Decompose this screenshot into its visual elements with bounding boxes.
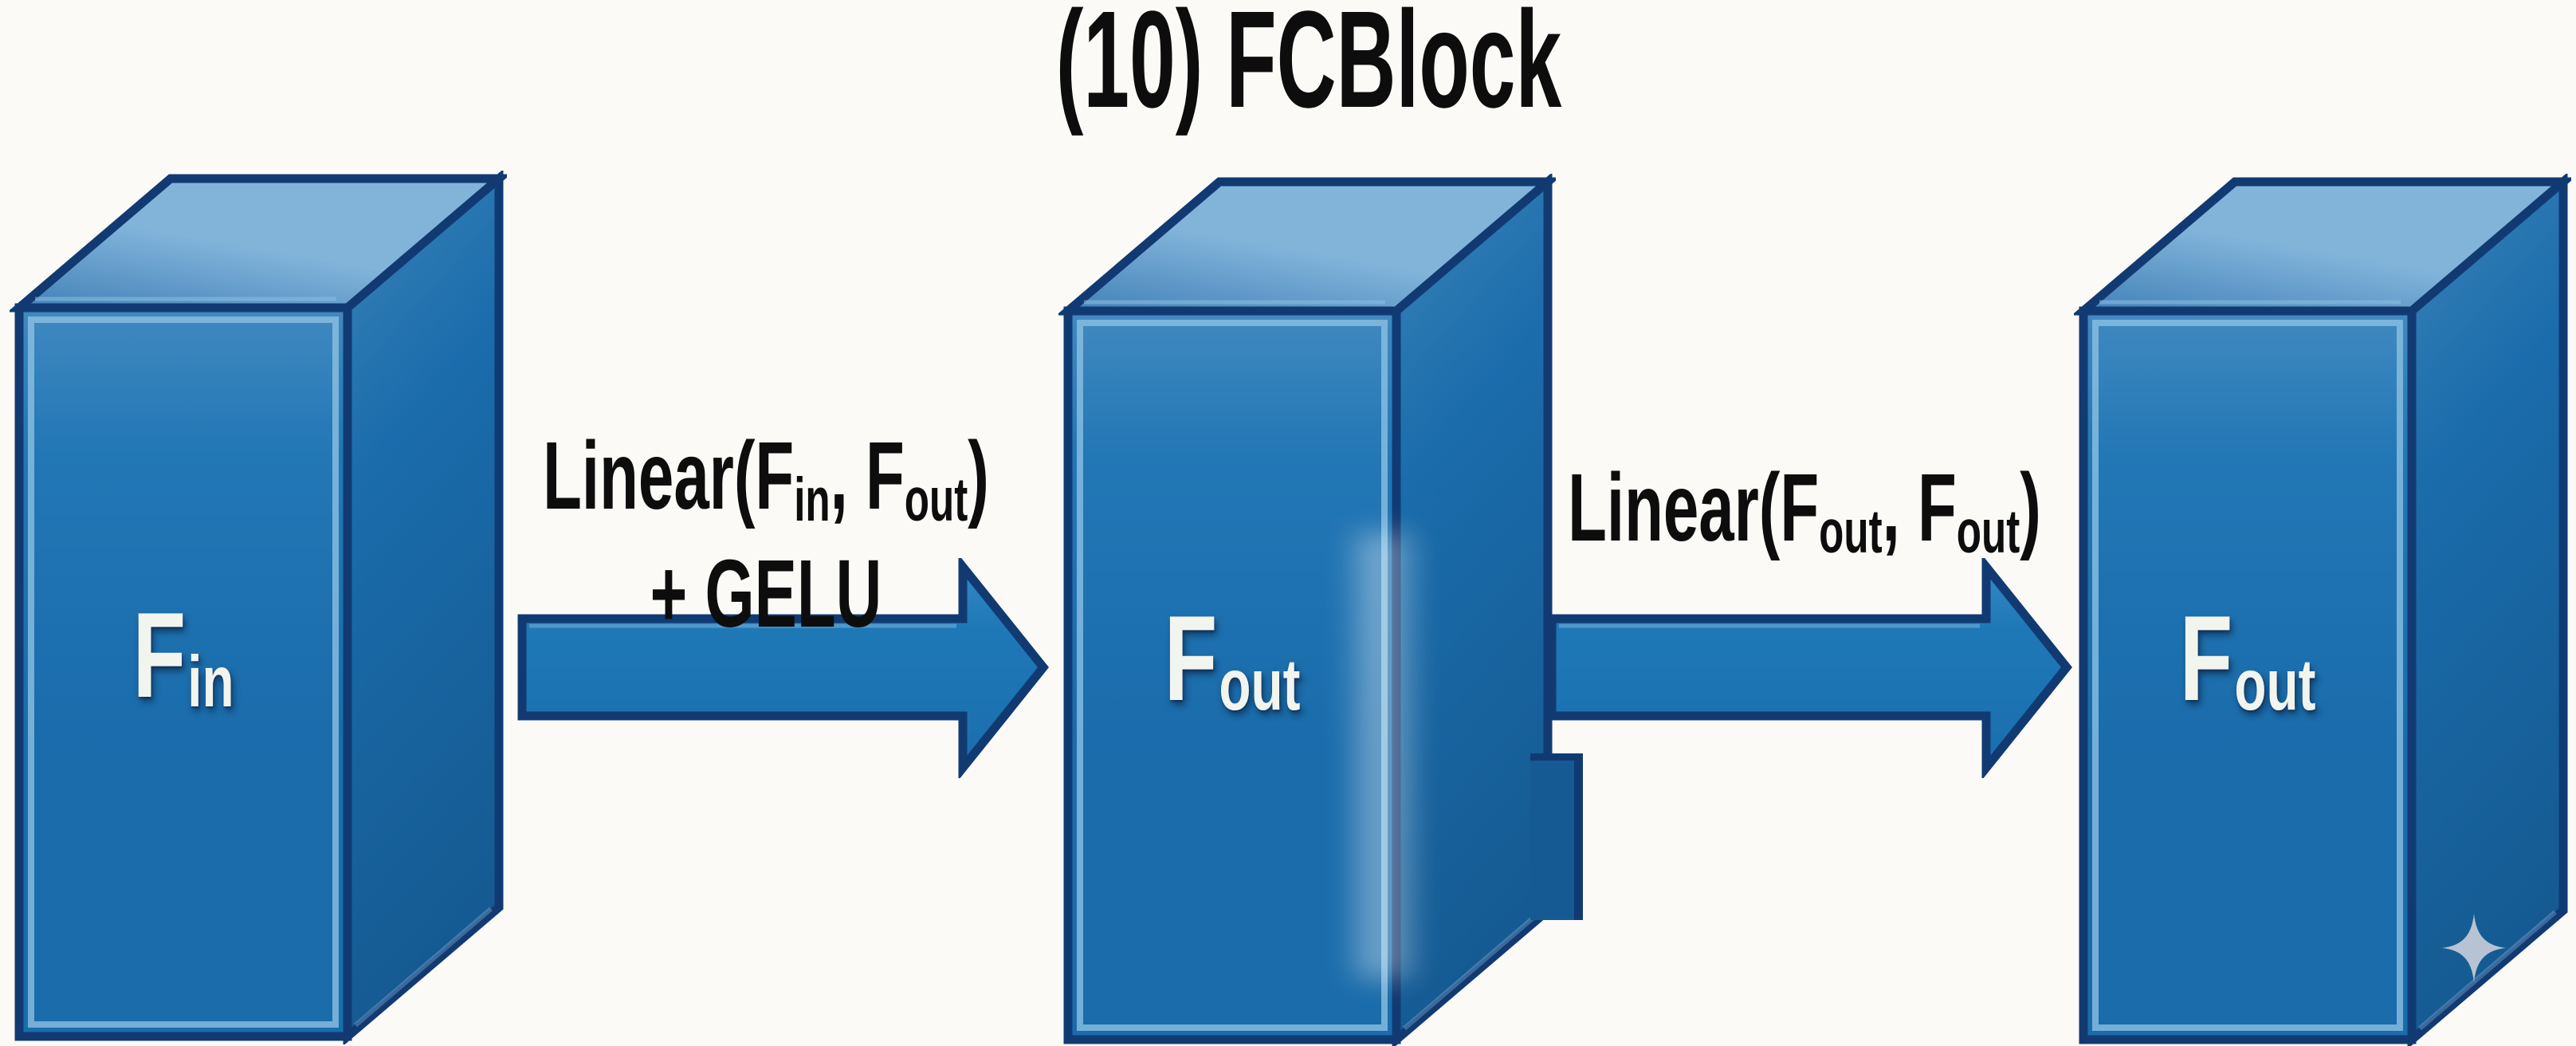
side-bottom-highlight bbox=[2418, 910, 2557, 1031]
box-front-face bbox=[1063, 306, 1401, 1044]
box-label-symbol: F bbox=[2179, 591, 2233, 726]
side-bottom-highlight bbox=[354, 906, 493, 1028]
diagram-title: (10) FCBlock bbox=[1055, 0, 1562, 136]
box-label-symbol: F bbox=[1164, 591, 1218, 726]
label-text: Linear(F bbox=[543, 421, 795, 529]
front-bevel-highlight bbox=[2092, 320, 2403, 1031]
sparkle-icon bbox=[2442, 914, 2506, 982]
box-front-face bbox=[14, 303, 352, 1041]
label-subscript: out bbox=[904, 466, 968, 535]
front-bevel-highlight bbox=[1077, 320, 1388, 1031]
label-text: ) bbox=[968, 421, 989, 529]
box-front-face bbox=[2079, 306, 2417, 1044]
box-label: Fin bbox=[65, 595, 302, 718]
label-subscript: out bbox=[1819, 497, 1883, 567]
tensor-box-hidden: Fout bbox=[1056, 172, 1583, 1046]
arrow-shape bbox=[517, 558, 1049, 778]
arrow-shape bbox=[1547, 558, 2072, 778]
box-3d-graphic bbox=[7, 169, 511, 1046]
flow-arrow-1 bbox=[517, 558, 1049, 778]
label-text: ) bbox=[2020, 453, 2041, 561]
box-label-subscript: out bbox=[1219, 643, 1301, 726]
highlight-artifact bbox=[1339, 533, 1419, 979]
label-text: , F bbox=[1882, 453, 1957, 561]
side-bottom-highlight bbox=[1403, 910, 1541, 1031]
arrow-label-2-line1: Linear(Fout, Fout) bbox=[1568, 448, 2041, 566]
box-3d-graphic bbox=[1056, 172, 1560, 1046]
arrow-label-1: Linear(Fin, Fout) + GELU bbox=[543, 416, 989, 652]
label-subscript: in bbox=[794, 466, 831, 535]
box-label: Fout bbox=[1114, 598, 1351, 721]
box-label-subscript: out bbox=[2234, 643, 2316, 726]
front-bevel-highlight bbox=[28, 317, 339, 1028]
side-step-artifact bbox=[1530, 753, 1583, 920]
arrow-label-1-line2: + GELU bbox=[650, 539, 882, 647]
label-subscript: out bbox=[1956, 497, 2020, 567]
box-side-face bbox=[2407, 172, 2568, 1046]
flow-arrow-2 bbox=[1547, 558, 2072, 778]
tensor-box-input: Fin bbox=[7, 169, 511, 1046]
label-text: Linear(F bbox=[1568, 453, 1820, 561]
box-label: Fout bbox=[2130, 598, 2366, 721]
box-label-subscript: in bbox=[187, 640, 234, 722]
box-side-face bbox=[343, 169, 504, 1046]
label-text: , F bbox=[830, 421, 905, 529]
box-side-face bbox=[1392, 172, 1553, 1046]
box-3d-graphic bbox=[2071, 172, 2575, 1046]
arrow-label-1-line1: Linear(Fin, Fout) bbox=[543, 416, 989, 534]
arrow-label-2: Linear(Fout, Fout) bbox=[1568, 448, 2041, 566]
tensor-box-output: Fout bbox=[2071, 172, 2575, 1046]
box-label-symbol: F bbox=[132, 588, 187, 723]
